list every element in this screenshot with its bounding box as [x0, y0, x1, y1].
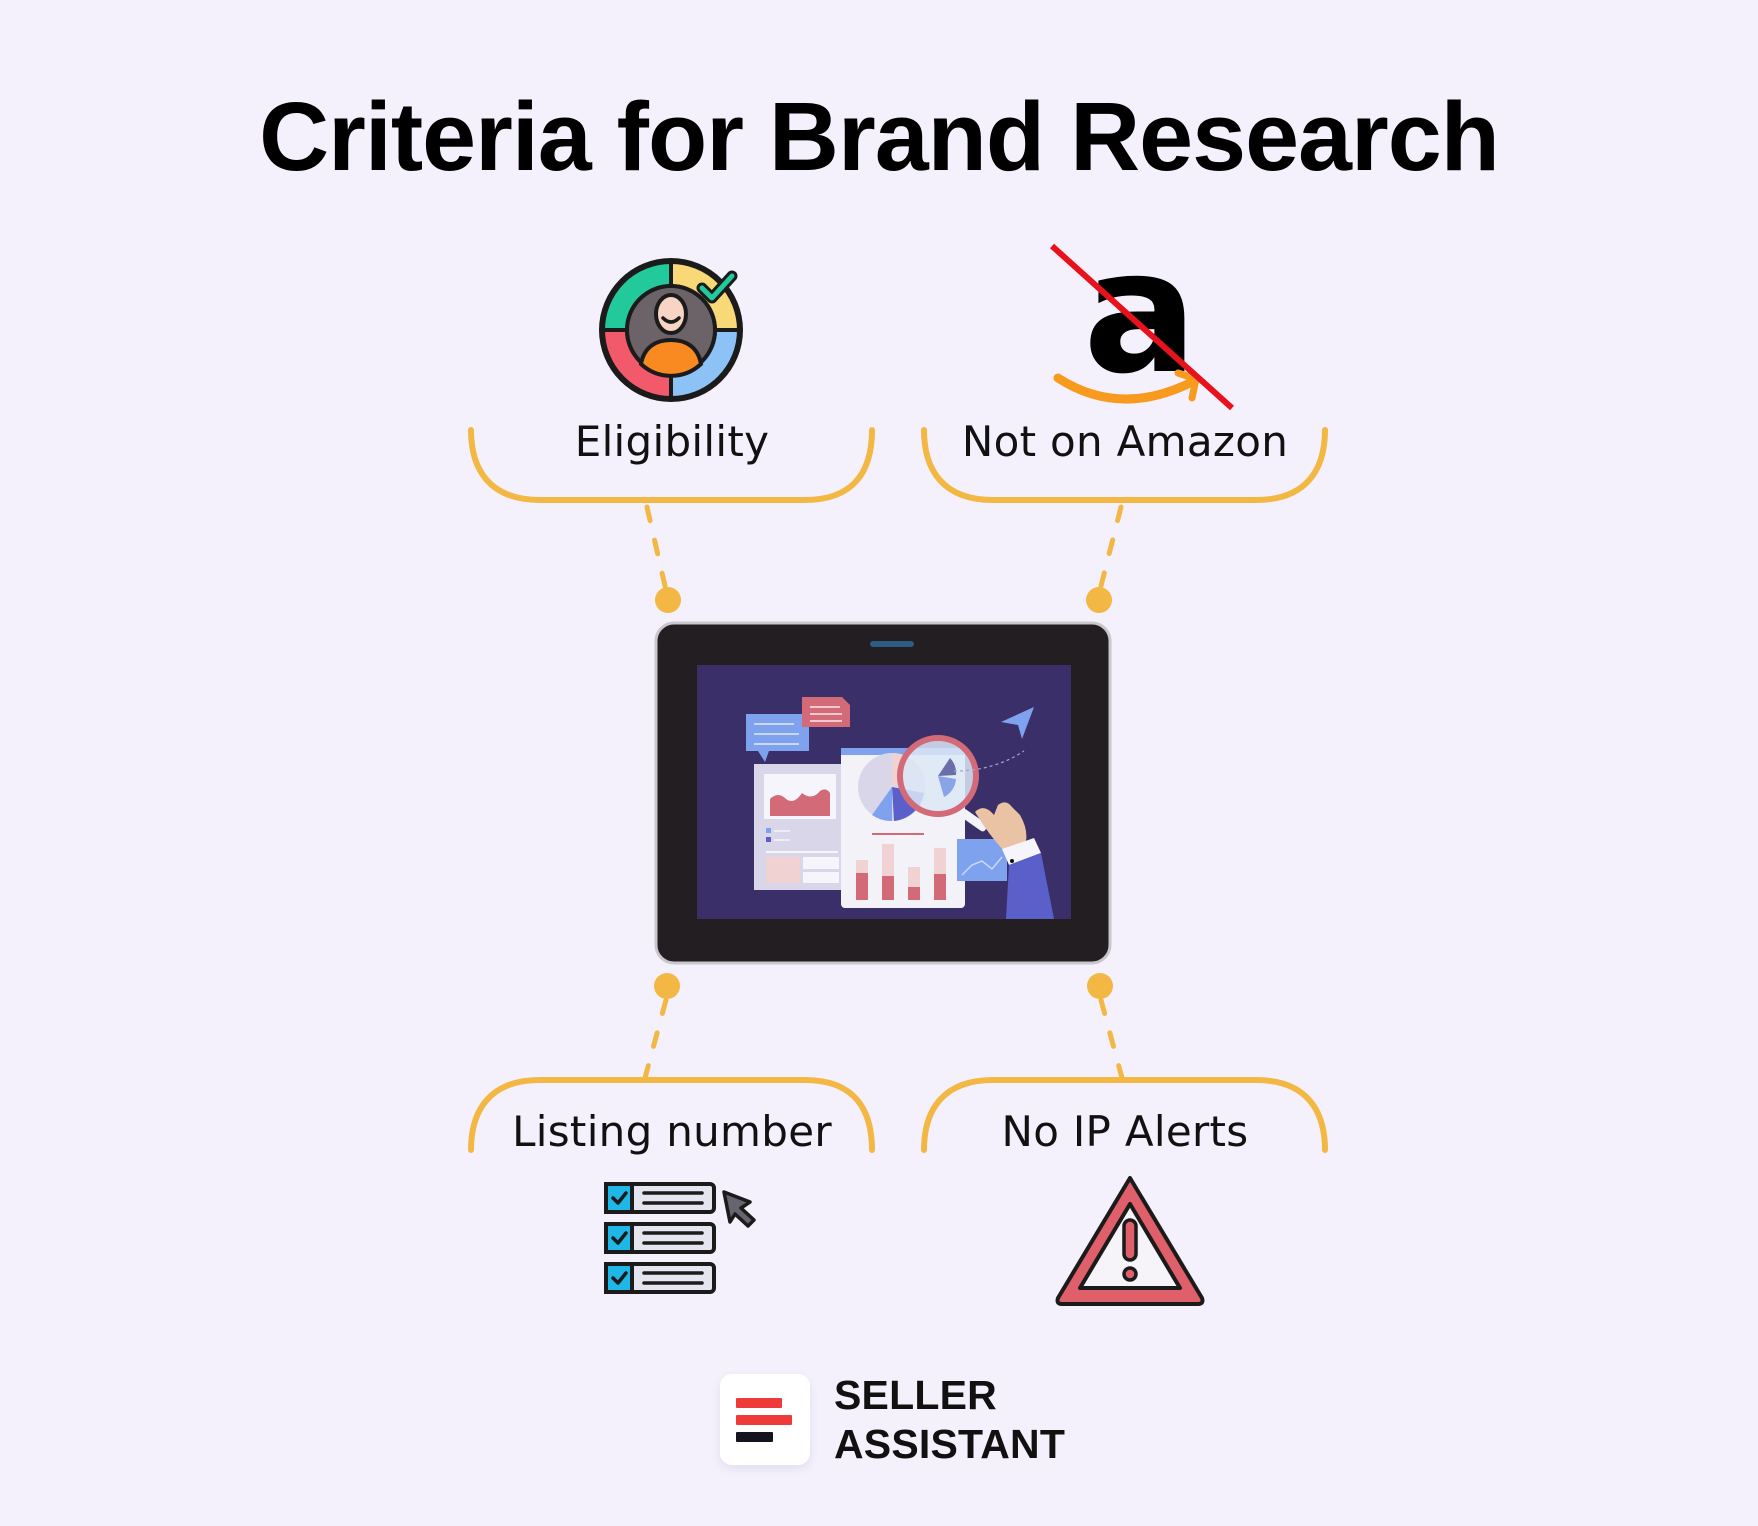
criterion-label-not-on-amazon: Not on Amazon [961, 417, 1289, 466]
brand-name-line1: SELLER [834, 1372, 997, 1418]
warning-triangle-icon [1055, 1176, 1205, 1306]
eligibility-gauge-icon [599, 258, 743, 402]
dash-connector-tl [644, 504, 668, 589]
bracket-no-ip-alerts [921, 1077, 1328, 1153]
bracket-not-on-amazon [921, 427, 1328, 503]
criterion-label-no-ip-alerts: No IP Alerts [1001, 1107, 1249, 1156]
connector-dot-tl [655, 587, 681, 613]
seller-assistant-logo-mark [720, 1374, 810, 1465]
dash-connector-tr [1098, 504, 1124, 589]
page-title: Criteria for Brand Research [259, 82, 1500, 191]
connector-dot-bl [654, 973, 680, 999]
criterion-label-eligibility: Eligibility [574, 417, 770, 466]
cursor-icon [722, 1190, 756, 1228]
bracket-listing-number [468, 1077, 875, 1153]
connector-dot-br [1087, 973, 1113, 999]
tablet-data-analysis-illustration [654, 621, 1112, 965]
brand-name-line2: ASSISTANT [834, 1421, 1066, 1467]
dash-connector-br [1098, 997, 1125, 1081]
connector-dot-tr [1086, 587, 1112, 613]
checklist-icon [604, 1182, 756, 1294]
strike-line [1049, 243, 1235, 411]
dash-connector-bl [642, 997, 669, 1081]
bracket-eligibility [468, 427, 875, 503]
amazon-crossed-out-icon: a [1049, 236, 1235, 412]
criterion-label-listing-number: Listing number [512, 1107, 832, 1156]
tablet-camera [870, 641, 914, 647]
